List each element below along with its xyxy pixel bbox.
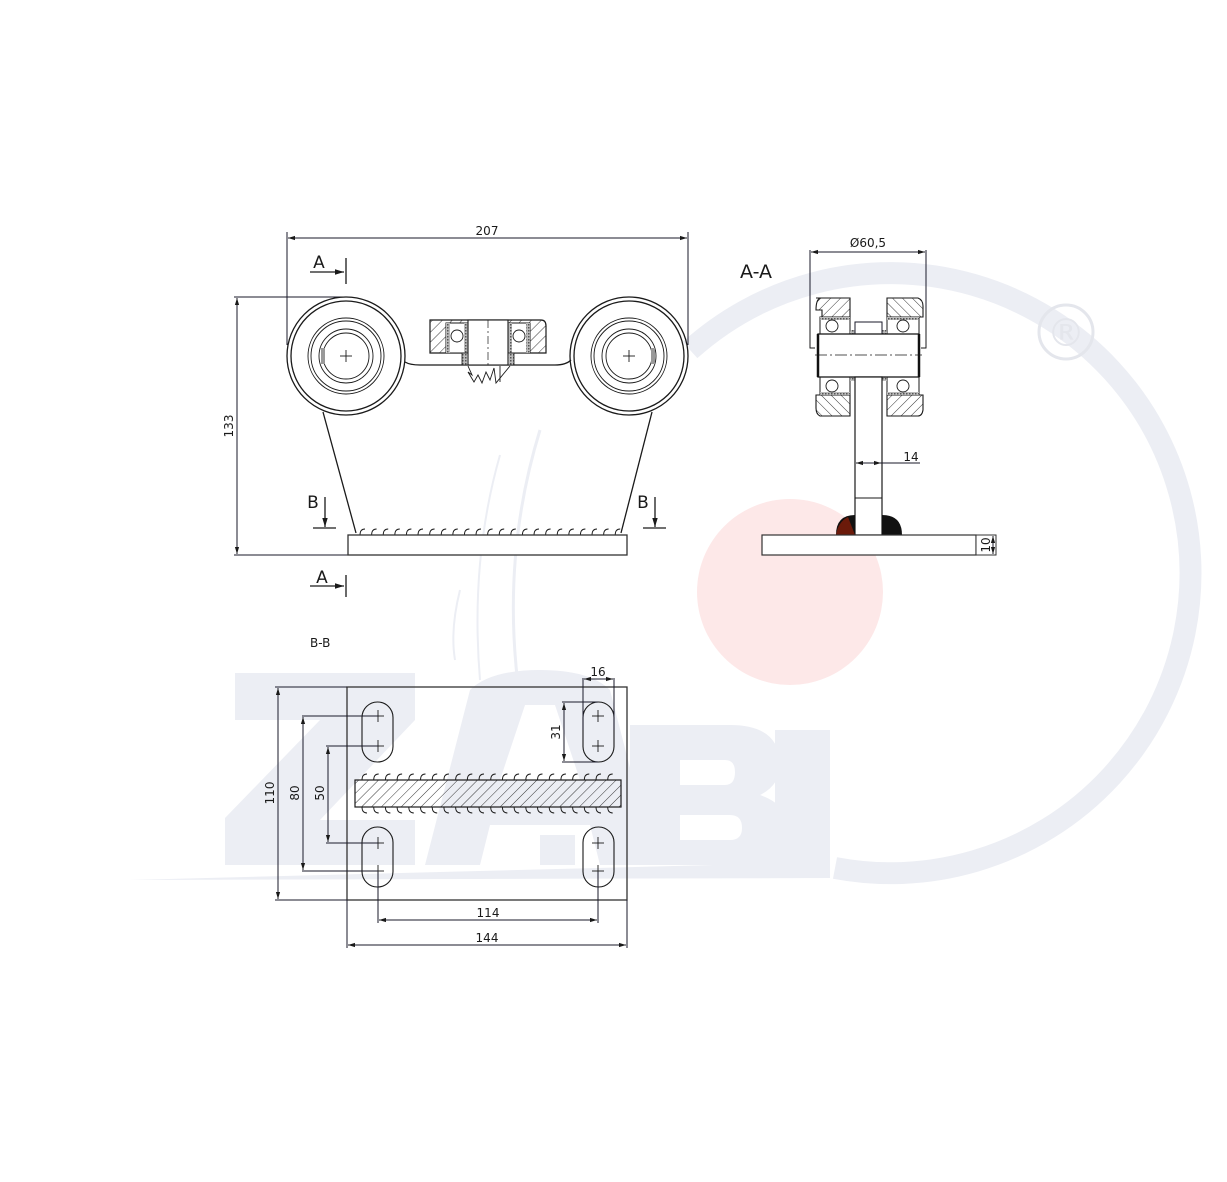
mounting-slot [582,701,615,763]
dim-slot-outer: 80 [288,785,302,800]
dim-slot-width: 16 [590,665,605,679]
watermark: ® [130,262,1202,885]
section-marker-a-bottom: A [316,568,328,588]
section-aa-view: A-A Ø60,5 [740,236,997,556]
dim-overall-width: 207 [476,224,499,238]
front-view: 207 133 A [222,224,689,597]
dim-plate-thickness: 10 [979,537,993,552]
section-bb-view: B-B 110 80 50 31 [263,636,628,948]
mounting-slot [361,701,394,763]
dim-slot-length: 31 [549,724,563,739]
stem-cross-section [354,779,622,808]
watermark-text-zabi [130,670,830,880]
registered-mark-icon: ® [1037,303,1095,361]
base-plate-section [761,534,977,556]
left-wheel [286,296,406,416]
watermark-ring [682,262,1202,885]
svg-text:®: ® [1047,311,1085,355]
section-marker-a-top: A [313,253,325,273]
dim-overall-height: 133 [222,415,236,438]
guide-roller-section [429,319,547,385]
section-aa-title: A-A [740,261,772,283]
dim-plate-height: 110 [263,782,277,805]
dim-wheel-diameter: Ø60,5 [850,236,886,250]
dim-hole-spacing: 114 [477,906,500,920]
dim-plate-width: 144 [476,931,499,945]
right-wheel [569,296,689,416]
weld-bead-front [359,528,621,536]
section-bb-title: B-B [310,636,330,650]
base-plate-front [347,534,628,556]
section-marker-b-left: B [307,493,319,513]
dim-stem-width: 14 [903,450,918,464]
section-marker-b-right: B [637,493,649,513]
base-plate-top [346,686,628,901]
dim-slot-inner: 50 [313,785,327,800]
